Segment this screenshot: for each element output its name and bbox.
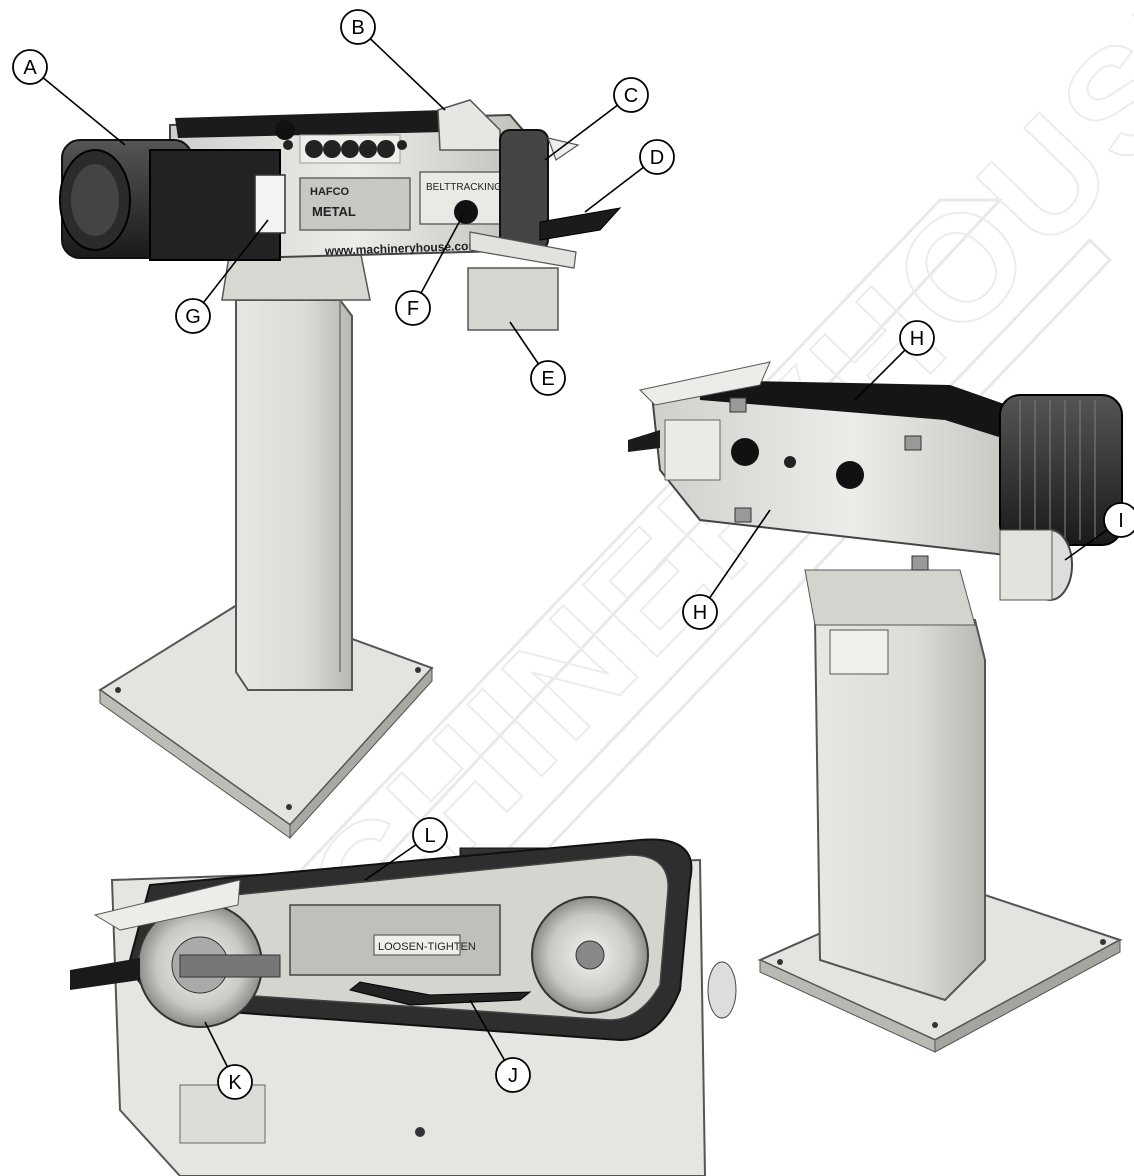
callout-bubble-h1 (899, 320, 935, 356)
rear-pedestal-column (813, 619, 986, 1002)
belt-tracking-label: BELTTRACKING (426, 182, 502, 193)
warning-icons (299, 134, 401, 164)
callout-letter-j: J (508, 1065, 518, 1087)
switch-box (254, 174, 286, 234)
brand-plate-logo: HAFCO (310, 186, 350, 198)
callout-leader-h2 (699, 509, 771, 613)
callout-bubble-f (395, 290, 431, 326)
work-rest[interactable] (539, 207, 622, 241)
callout-letter-i: I (1118, 510, 1124, 532)
callout-letter-k: K (228, 1072, 242, 1094)
callout-bubble-l (412, 817, 448, 853)
open-view-machine: LOOSEN-TIGHTEN (70, 838, 737, 1176)
brand-plate-text: METAL (312, 204, 356, 219)
callout-leader-g (192, 219, 269, 317)
callout-bubble-i (1103, 502, 1134, 538)
callout-letter-f: F (407, 298, 419, 320)
callout-bubble-k (217, 1064, 253, 1100)
callout-bubble-d (639, 139, 675, 175)
callout-letter-h1: H (910, 328, 924, 350)
callout-letter-l: L (424, 825, 435, 847)
callout-bubble-c (613, 77, 649, 113)
callout-letter-c: C (624, 85, 638, 107)
front-view-machine: HAFCO METAL BELTTRACKING www.machineryho… (59, 99, 622, 840)
callout-letter-b: B (351, 17, 364, 39)
callout-letter-g: G (185, 306, 201, 328)
pedestal-column (235, 299, 353, 691)
callout-bubble-a (12, 49, 48, 85)
brand-plate (299, 177, 411, 231)
callout-bubble-g (175, 298, 211, 334)
callout-letter-d: D (650, 147, 664, 169)
rear-knob-2[interactable] (836, 461, 864, 489)
callout-bubble-j (495, 1057, 531, 1093)
tracking-knob[interactable] (454, 200, 478, 224)
callout-letter-e: E (541, 368, 554, 390)
callout-bubble-h2 (682, 594, 718, 630)
callout-letter-h2: H (693, 602, 707, 624)
spec-plate (829, 629, 889, 675)
rear-view-machine (628, 361, 1123, 1053)
callout-leader-b (357, 26, 446, 111)
callout-letter-a: A (23, 57, 37, 79)
callout-bubble-b (340, 9, 376, 45)
callout-leader-a (29, 66, 126, 146)
callout-leader-c (544, 94, 632, 161)
top-knob[interactable] (275, 120, 295, 140)
website-text: www.machineryhouse.com.au (324, 238, 497, 258)
tension-lever[interactable] (348, 981, 532, 1006)
rear-knob-1[interactable] (731, 438, 759, 466)
guard (437, 99, 501, 151)
callout-labels: A B C D E F G H H I J K L (12, 9, 1134, 1100)
loosen-tighten-label: LOOSEN-TIGHTEN (378, 941, 476, 953)
callout-bubble-e (530, 360, 566, 396)
dust-chute (467, 267, 559, 331)
